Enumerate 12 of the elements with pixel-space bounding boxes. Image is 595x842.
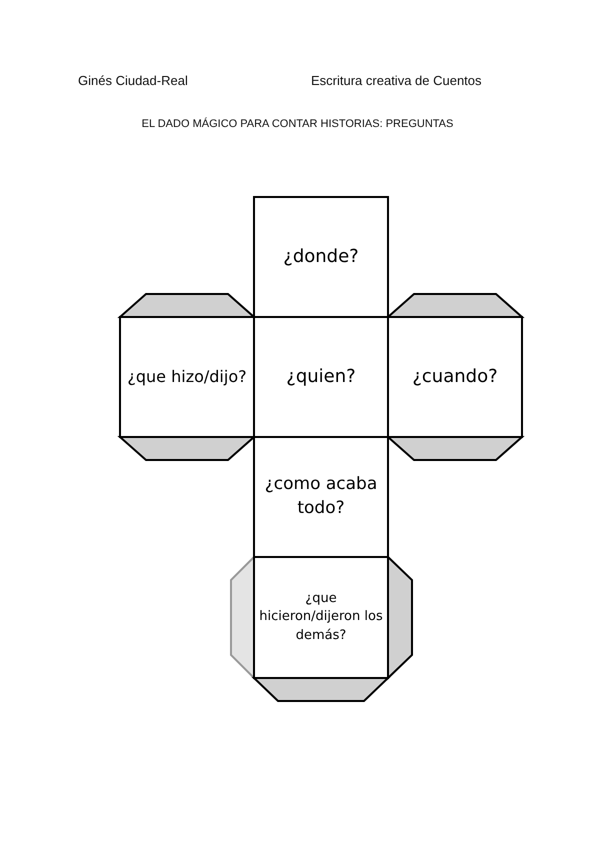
author-name: Ginés Ciudad-Real [78, 73, 188, 88]
die-face [253, 196, 389, 318]
question-text: ¿donde? [283, 245, 359, 270]
question-text: ¿que hicieron/dijeron los demás? [258, 590, 384, 645]
question-text: ¿como acaba todo? [264, 473, 378, 520]
page-title: EL DADO MÁGICO PARA CONTAR HISTORIAS: PREGUNTAS [140, 118, 454, 130]
question-text: ¿cuando? [412, 365, 498, 390]
question-text: ¿que hizo/dijo? [127, 366, 247, 388]
die-face [253, 436, 389, 558]
die-face [253, 556, 389, 679]
question-text: ¿quien? [286, 365, 356, 390]
course-name: Escritura creativa de Cuentos [311, 73, 482, 88]
